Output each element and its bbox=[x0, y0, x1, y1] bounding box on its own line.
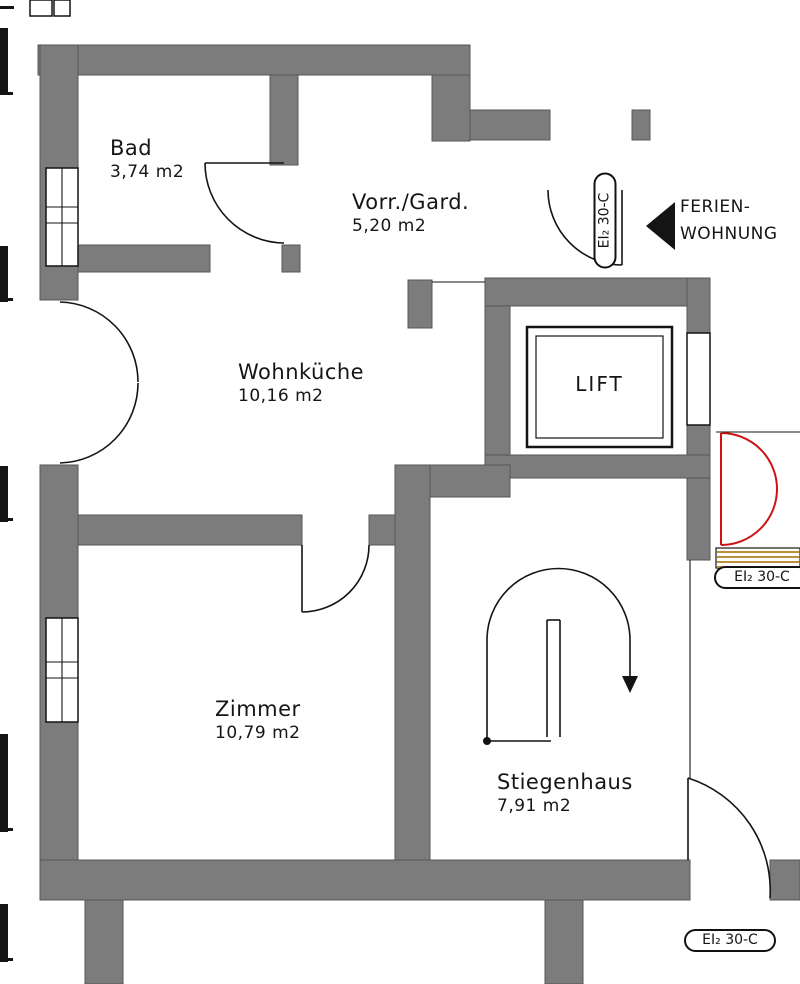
room-label-stiegenhaus: Stiegenhaus 7,91 m2 bbox=[497, 770, 633, 817]
lift-shaft-door bbox=[686, 332, 711, 426]
fire-door-label-bottom: EI₂ 30-C bbox=[684, 929, 776, 952]
boundary-lines bbox=[432, 281, 691, 778]
stairwell-exit-door-swing bbox=[687, 777, 772, 899]
room-area: 10,79 m2 bbox=[215, 723, 301, 744]
fire-door-label-top: EI₂ 30-C bbox=[593, 172, 617, 269]
stair-run bbox=[483, 567, 638, 745]
fire-door-label-right: EI₂ 30-C bbox=[714, 566, 800, 589]
bad-door-swing bbox=[204, 162, 285, 244]
lift-label: LIFT bbox=[575, 372, 624, 396]
double-door-swing bbox=[59, 301, 139, 464]
room-name: Stiegenhaus bbox=[497, 770, 633, 794]
entrance-arrow-icon bbox=[646, 202, 675, 250]
room-label-bad: Bad 3,74 m2 bbox=[110, 136, 184, 183]
zimmer-door-swing bbox=[301, 544, 370, 613]
room-label-vorraum: Vorr./Gard. 5,20 m2 bbox=[352, 190, 469, 237]
lift-car bbox=[525, 325, 674, 449]
window-lower-left bbox=[45, 617, 79, 723]
edge-marks bbox=[0, 6, 14, 962]
entrance-label: FERIEN- WOHNUNG bbox=[680, 194, 778, 248]
room-area: 5,20 m2 bbox=[352, 216, 427, 237]
room-label-wohnkueche: Wohnküche 10,16 m2 bbox=[238, 360, 364, 407]
room-name: Wohnküche bbox=[238, 360, 365, 384]
entrance-label-line2: WOHNUNG bbox=[680, 224, 778, 244]
threshold-hatch bbox=[715, 547, 800, 569]
walls bbox=[37, 44, 800, 984]
entrance-label-line1: FERIEN- bbox=[680, 197, 751, 217]
room-name: Bad bbox=[110, 136, 153, 160]
window-upper-left bbox=[45, 167, 79, 267]
room-label-zimmer: Zimmer 10,79 m2 bbox=[215, 697, 301, 744]
room-area: 10,16 m2 bbox=[238, 386, 324, 407]
room-area: 7,91 m2 bbox=[497, 796, 572, 817]
top-edge-detail bbox=[29, 0, 71, 17]
room-name: Zimmer bbox=[215, 697, 301, 721]
red-swing-door bbox=[716, 431, 800, 546]
room-name: Vorr./Gard. bbox=[352, 190, 470, 214]
room-area: 3,74 m2 bbox=[110, 162, 185, 183]
